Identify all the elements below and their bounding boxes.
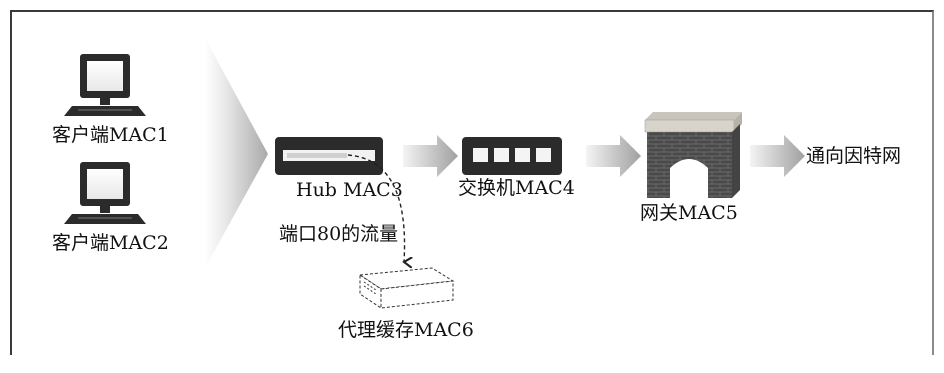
arrow-hub-to-switch xyxy=(403,135,458,177)
hub-label: Hub MAC3 xyxy=(296,179,403,201)
internet-label: 通向因特网 xyxy=(806,145,901,167)
gateway-label: 网关MAC5 xyxy=(640,202,738,224)
client2-computer-icon xyxy=(64,162,146,224)
switch-label: 交换机MAC4 xyxy=(458,177,575,199)
diagram-frame xyxy=(10,10,934,355)
redirect-label: 端口80的流量 xyxy=(279,223,398,245)
client2-label: 客户端MAC2 xyxy=(52,232,169,254)
switch-icon xyxy=(462,137,562,175)
proxy-label: 代理缓存MAC6 xyxy=(338,319,474,341)
proxy-cache-icon xyxy=(358,267,455,309)
hub-icon xyxy=(275,137,383,175)
redirect-dashed-arrow xyxy=(347,154,405,262)
arrow-switch-to-gateway xyxy=(586,135,641,177)
client1-computer-icon xyxy=(64,54,146,116)
client1-label: 客户端MAC1 xyxy=(52,124,169,146)
arrow-gateway-to-internet xyxy=(750,135,805,177)
gateway-brick-firewall-icon xyxy=(644,112,742,198)
aggregate-arrow xyxy=(205,38,268,268)
